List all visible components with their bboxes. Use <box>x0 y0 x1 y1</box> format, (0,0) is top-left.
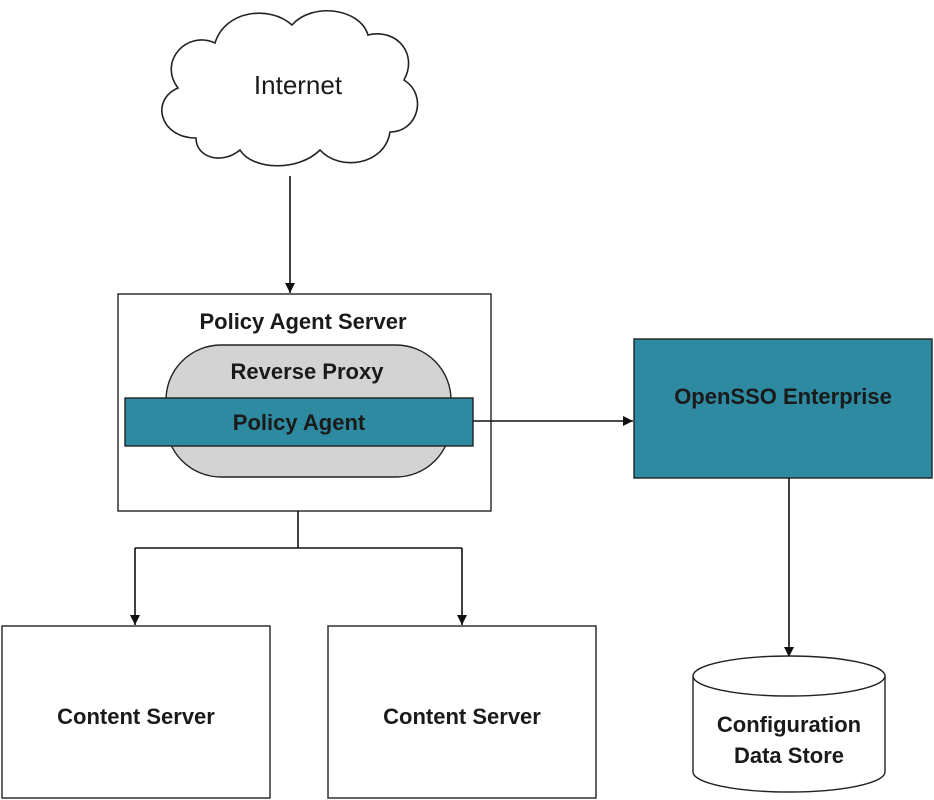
content-server-2-label: Content Server <box>383 704 541 729</box>
config-store-label-line2: Data Store <box>734 743 844 768</box>
config-store-label-line1: Configuration <box>717 712 861 737</box>
content-server-1-box <box>1 625 271 799</box>
content-server-1: Content Server <box>1 625 271 799</box>
opensso-enterprise: OpenSSO Enterprise <box>633 338 933 479</box>
policy-agent-bar <box>124 397 474 447</box>
policy-agent-server-label: Policy Agent Server <box>199 309 406 334</box>
cloud-shape <box>161 10 419 167</box>
opensso-enterprise-label: OpenSSO Enterprise <box>674 384 892 409</box>
internet-label: Internet <box>254 70 343 100</box>
internet-cloud: Internet <box>161 10 419 167</box>
policy-agent-label: Policy Agent <box>233 410 366 435</box>
opensso-enterprise-box <box>633 338 933 479</box>
cylinder-body <box>692 676 886 793</box>
configuration-data-store: Configuration Data Store <box>692 655 886 793</box>
content-server-1-label: Content Server <box>57 704 215 729</box>
content-server-2: Content Server <box>327 625 597 799</box>
reverse-proxy-label: Reverse Proxy <box>231 359 385 384</box>
content-server-2-box <box>327 625 597 799</box>
edge-policy-server-to-content-servers <box>130 511 467 625</box>
cylinder-top <box>692 655 886 697</box>
policy-agent-server: Policy Agent Server Reverse Proxy Policy… <box>117 293 492 512</box>
